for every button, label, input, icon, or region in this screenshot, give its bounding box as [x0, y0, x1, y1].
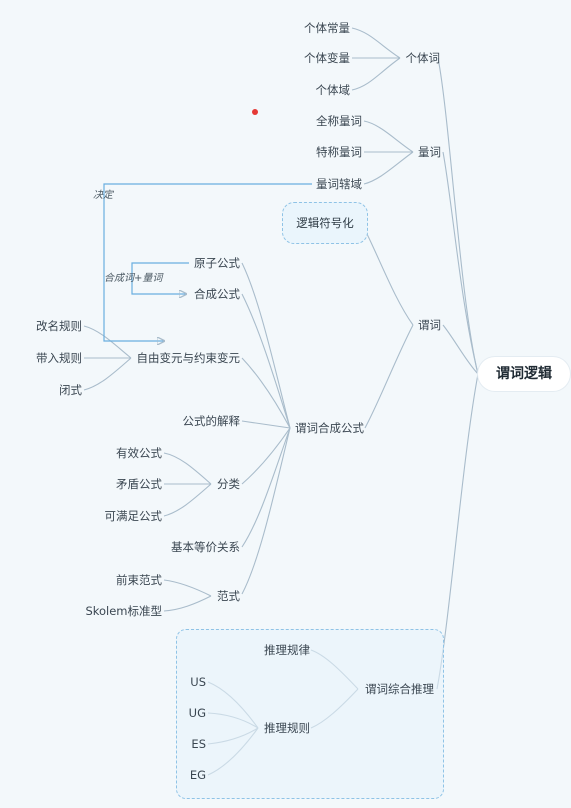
link-q-3: [363, 151, 414, 185]
link-f-atomic: [241, 262, 291, 429]
node-skolem-form[interactable]: Skolem标准型: [85, 604, 162, 618]
node-universal-quantifier[interactable]: 全称量词: [316, 114, 362, 128]
link-c-3: [163, 483, 212, 517]
link-q-1: [363, 120, 414, 153]
link-f-class: [241, 427, 291, 485]
link-f-equiv: [241, 427, 291, 548]
link-root-quantifier: [442, 151, 479, 375]
node-individual[interactable]: 个体词: [405, 51, 441, 65]
root-node[interactable]: 谓词逻辑: [478, 357, 570, 391]
node-rule-es[interactable]: ES: [191, 737, 206, 751]
node-substitution-rule[interactable]: 带入规则: [36, 351, 82, 365]
link-n-2: [163, 595, 212, 612]
link-pred-formula: [364, 324, 414, 429]
node-existential-quantifier[interactable]: 特称量词: [316, 145, 362, 159]
link-f-compound: [241, 293, 291, 429]
node-individual-constant[interactable]: 个体常量: [304, 21, 350, 35]
annotation-decide: 决定: [93, 190, 113, 201]
link-f-interp: [241, 420, 291, 429]
node-rule-eg[interactable]: EG: [189, 768, 206, 782]
node-normal-form[interactable]: 范式: [217, 589, 240, 603]
node-classification[interactable]: 分类: [217, 477, 240, 491]
node-satisfiable-formula[interactable]: 可满足公式: [104, 509, 163, 523]
node-individual-variable[interactable]: 个体变量: [304, 51, 350, 65]
node-inference-rules[interactable]: 推理规则: [264, 721, 310, 735]
node-valid-formula[interactable]: 有效公式: [116, 446, 162, 460]
node-quantifier[interactable]: 量词: [418, 145, 441, 159]
link-n-1: [163, 579, 212, 597]
node-free-bound-variables[interactable]: 自由变元与约束变元: [136, 351, 241, 365]
node-formula-interpretation[interactable]: 公式的解释: [182, 414, 241, 428]
node-prenex-normal-form[interactable]: 前束范式: [116, 573, 162, 587]
link-root-individual: [437, 57, 479, 375]
node-logic-symbolization[interactable]: 逻辑符号化: [282, 202, 368, 244]
node-closed-formula[interactable]: 闭式: [59, 383, 82, 397]
node-compound-formula[interactable]: 合成公式: [194, 287, 240, 301]
compound-quantifier-relation-line: [131, 262, 189, 294]
inference-group-frame: [176, 629, 444, 799]
node-rename-rule[interactable]: 改名规则: [36, 319, 82, 333]
node-rule-us[interactable]: US: [190, 675, 206, 689]
node-predicate[interactable]: 谓词: [418, 318, 441, 332]
decide-relation-line: [103, 183, 312, 341]
node-rule-ug[interactable]: UG: [188, 706, 206, 720]
node-quantifier-scope[interactable]: 量词辖域: [316, 177, 362, 191]
link-fb-3: [83, 357, 132, 391]
node-predicate-formula[interactable]: 谓词合成公式: [295, 421, 364, 435]
link-c-1: [163, 452, 212, 485]
node-inference-laws[interactable]: 推理规律: [264, 643, 310, 657]
link-root-predicate: [442, 324, 479, 375]
link-ind-3: [351, 57, 401, 91]
link-fb-1: [83, 325, 132, 359]
node-individual-domain[interactable]: 个体域: [315, 83, 351, 97]
link-pred-symbol: [365, 231, 414, 326]
node-basic-equivalence[interactable]: 基本等价关系: [171, 540, 240, 554]
link-ind-1: [351, 27, 401, 59]
node-contradiction-formula[interactable]: 矛盾公式: [116, 477, 162, 491]
link-f-normal: [241, 427, 291, 595]
red-marker-dot: [252, 109, 258, 115]
link-f-free: [241, 357, 291, 429]
annotation-compound-quantifier: 合成词+量词: [104, 273, 163, 284]
node-atomic-formula[interactable]: 原子公式: [194, 256, 240, 270]
node-predicate-inference[interactable]: 谓词综合推理: [365, 682, 434, 696]
